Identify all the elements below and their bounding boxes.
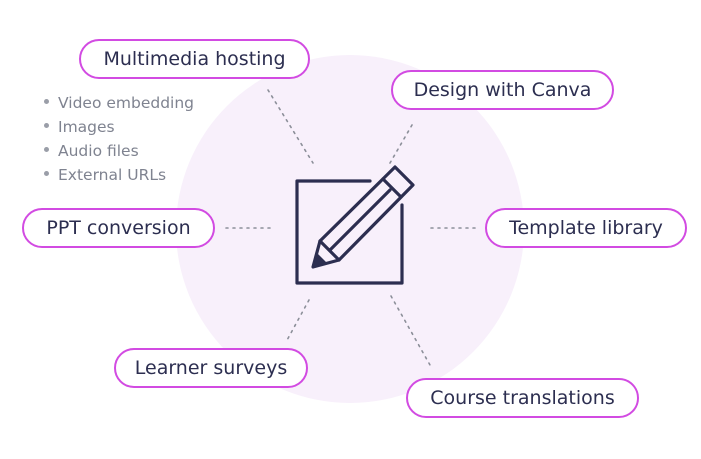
list-item: External URLs <box>44 163 194 187</box>
list-item-label: Images <box>58 118 115 136</box>
multimedia-items-list: Video embedding Images Audio files Exter… <box>44 91 194 187</box>
feature-label: Learner surveys <box>134 357 288 379</box>
list-item-label: Audio files <box>58 142 139 160</box>
list-item-label: Video embedding <box>58 94 195 112</box>
connector-canva <box>389 124 413 164</box>
bullet-icon <box>44 99 49 104</box>
connector-multimedia <box>267 89 314 164</box>
feature-label: Course translations <box>430 387 615 409</box>
feature-course-translations: Course translations <box>406 378 639 418</box>
connector-translations <box>390 295 431 366</box>
feature-learner-surveys: Learner surveys <box>114 348 308 388</box>
list-item-label: External URLs <box>58 166 167 184</box>
feature-label: Template library <box>509 217 663 239</box>
feature-multimedia-hosting: Multimedia hosting <box>79 39 310 79</box>
feature-label: Multimedia hosting <box>103 48 286 70</box>
bullet-icon <box>44 171 49 176</box>
list-item: Audio files <box>44 139 194 163</box>
bullet-icon <box>44 123 49 128</box>
feature-ppt-conversion: PPT conversion <box>22 208 215 248</box>
feature-label: Design with Canva <box>413 79 592 101</box>
feature-label: PPT conversion <box>46 217 191 239</box>
pencil-square-icon <box>295 165 415 285</box>
bullet-icon <box>44 147 49 152</box>
list-item: Images <box>44 115 194 139</box>
list-item: Video embedding <box>44 91 194 115</box>
feature-design-with-canva: Design with Canva <box>391 70 614 110</box>
connector-surveys <box>285 299 310 343</box>
feature-template-library: Template library <box>485 208 687 248</box>
